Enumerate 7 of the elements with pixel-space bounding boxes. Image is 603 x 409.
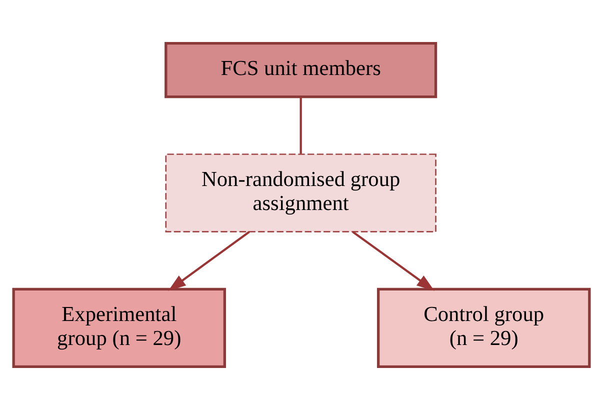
connector	[300, 96, 302, 154]
node-box: FCS unit members	[164, 42, 438, 98]
arrow	[168, 230, 250, 290]
node-box: Non-randomised group assignment	[165, 153, 436, 232]
arrow	[352, 230, 434, 290]
node-box: Experimental group (n = 29)	[12, 287, 226, 368]
node-box: Control group (n = 29)	[376, 287, 591, 368]
